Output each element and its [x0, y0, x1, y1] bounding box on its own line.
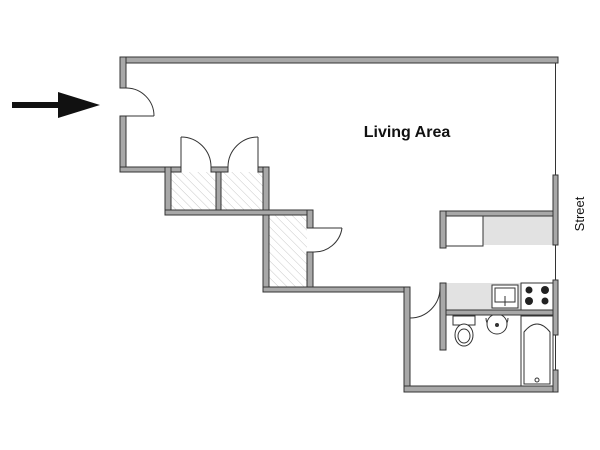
bathroom-sink-icon — [485, 313, 509, 335]
closet-3-door[interactable] — [312, 227, 343, 253]
entrance-arrow-icon — [12, 92, 100, 118]
closet-1-door[interactable] — [180, 136, 212, 168]
kitchen-sink-icon — [491, 284, 519, 309]
closet-2 — [221, 172, 263, 210]
entrance-door[interactable] — [125, 87, 155, 117]
fridge-icon — [445, 215, 484, 247]
room-label-living-area: Living Area — [364, 124, 451, 141]
closet-1 — [171, 172, 216, 210]
stove-icon — [520, 282, 554, 311]
bathroom-door[interactable] — [409, 287, 441, 319]
closet-2-door[interactable] — [227, 136, 259, 168]
toilet-icon — [452, 315, 476, 347]
walls — [119, 56, 559, 393]
closet-3 — [269, 215, 307, 287]
bathtub-icon — [520, 315, 554, 387]
street-label: Street — [572, 196, 587, 231]
